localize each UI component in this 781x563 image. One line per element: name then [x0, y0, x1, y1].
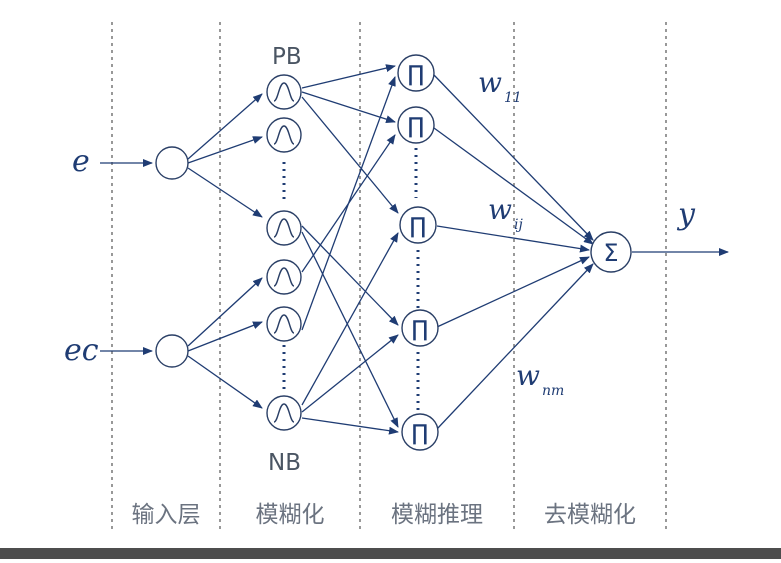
fuzzy-label-pb: PB [272, 44, 302, 70]
ellipsis-dots [282, 148, 420, 410]
sum-node [590, 231, 632, 273]
bottom-edge-strip [0, 548, 781, 559]
product-symbol: ∏ [412, 317, 429, 342]
layer-label-input: 输入层 [132, 502, 201, 528]
product-symbol: ∏ [408, 114, 425, 139]
fuzzy-label-nb: NB [268, 450, 301, 476]
fuzzy-node-6 [266, 395, 302, 431]
weight-wij-sub: ij [514, 217, 523, 233]
bell-curve-icon [273, 403, 295, 423]
bell-curve-icon [273, 218, 295, 238]
bell-curve-icon [273, 82, 295, 102]
product-node-4 [401, 309, 439, 347]
output-label-y: y [676, 197, 696, 232]
bell-curve-icon [273, 267, 295, 287]
product-nodes: ∏ ∏ ∏ ∏ ∏ [397, 54, 439, 451]
product-node-1 [397, 54, 435, 92]
product-symbol: ∏ [408, 62, 425, 87]
product-symbol: ∏ [412, 421, 429, 446]
layer-label-defuzzification: 去模糊化 [544, 502, 636, 528]
sum-symbol: Σ [603, 239, 618, 267]
weight-wij: w [488, 193, 512, 226]
input-node-e [155, 146, 189, 180]
fuzzy-node-4 [266, 259, 302, 295]
weight-w11-sub: 11 [504, 90, 522, 106]
weight-wnm-sub: nm [542, 383, 564, 399]
layer-label-fuzzification: 模糊化 [256, 502, 325, 528]
product-symbol: ∏ [410, 214, 427, 239]
fuzzy-node-2 [266, 117, 302, 153]
input-label-ec: ec [64, 333, 99, 368]
fuzzy-node-1 [266, 74, 302, 110]
input-node-ec [155, 334, 189, 368]
bell-curve-icon [273, 314, 295, 334]
product-node-3 [399, 206, 437, 244]
weight-wnm: w [516, 359, 540, 392]
weight-w11: w [478, 66, 502, 99]
fuzzy-nodes [266, 74, 302, 431]
product-node-2 [397, 106, 435, 144]
layer-label-inference: 模糊推理 [391, 502, 483, 528]
input-label-e: e [72, 144, 90, 179]
bell-curve-icon [273, 125, 295, 145]
product-node-5 [401, 413, 439, 451]
fuzzy-node-5 [266, 306, 302, 342]
layer-dividers [111, 22, 667, 530]
connections [100, 64, 729, 435]
fuzzy-node-3 [266, 210, 302, 246]
